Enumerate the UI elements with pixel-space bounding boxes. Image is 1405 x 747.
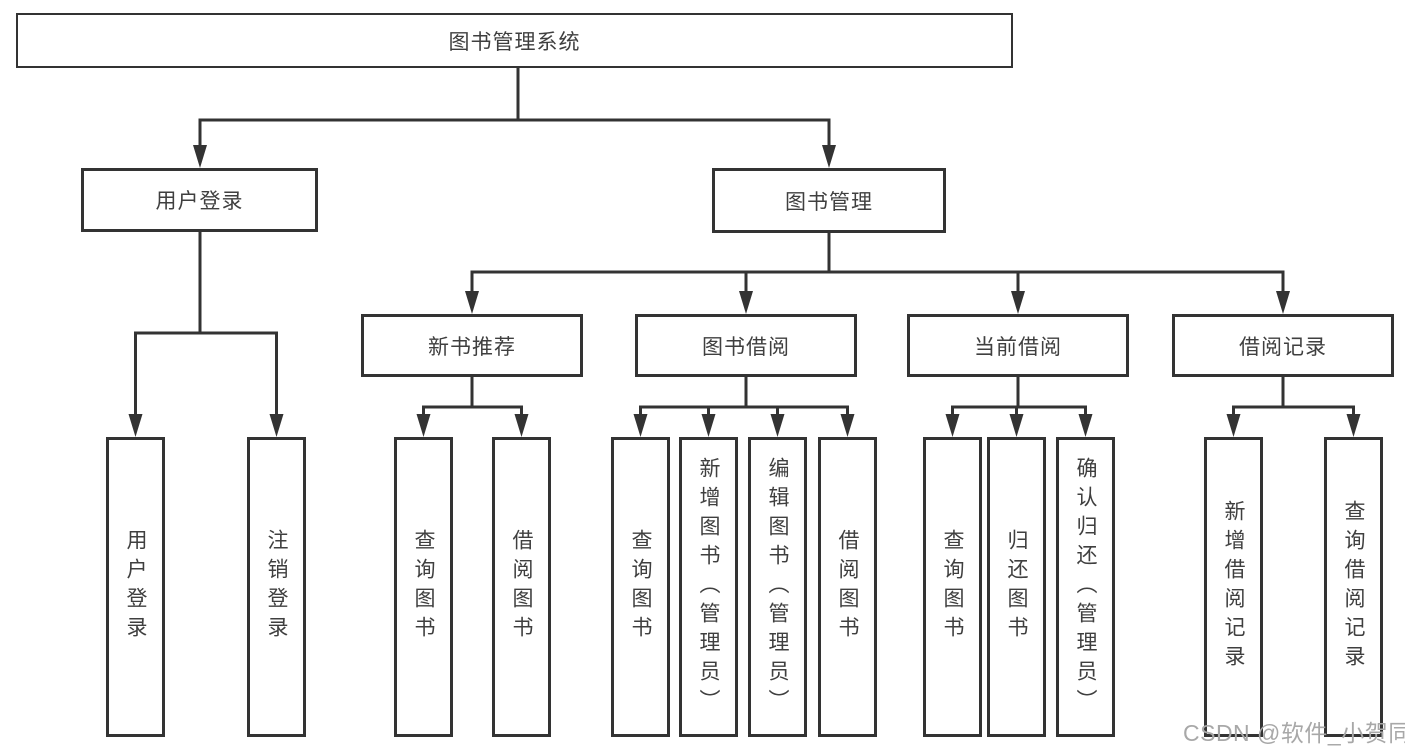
node-add-borrow-record: 新增借阅记录 bbox=[1204, 437, 1263, 737]
node-current-borrowing: 当前借阅 bbox=[907, 314, 1129, 377]
node-borrowing-records: 借阅记录 bbox=[1172, 314, 1394, 377]
node-label: 查询图书 bbox=[941, 529, 964, 645]
node-label: 用户登录 bbox=[155, 190, 244, 213]
node-label: 归还图书 bbox=[1005, 529, 1028, 645]
node-book-borrowing: 图书借阅 bbox=[635, 314, 857, 377]
node-query-books-borrowing: 查询图书 bbox=[611, 437, 670, 737]
node-label: 图书管理 bbox=[785, 190, 873, 214]
node-label: 新增借阅记录 bbox=[1222, 500, 1245, 674]
node-label: 图书借阅 bbox=[702, 335, 790, 359]
node-borrow-books-leaf: 借阅图书 bbox=[818, 437, 877, 737]
node-label: 当前借阅 bbox=[974, 335, 1062, 359]
node-label: 借阅记录 bbox=[1239, 335, 1327, 359]
node-edit-book-admin: 编辑图书（管理员） bbox=[748, 437, 807, 737]
node-user-login-leaf: 用户登录 bbox=[106, 437, 165, 737]
node-label: 查询借阅记录 bbox=[1342, 500, 1365, 674]
node-borrow-books-recommend: 借阅图书 bbox=[492, 437, 551, 737]
node-label: 新书推荐 bbox=[428, 335, 516, 359]
node-label: 借阅图书 bbox=[836, 529, 859, 645]
node-label: 查询图书 bbox=[412, 529, 435, 645]
node-label: 新增图书（管理员） bbox=[697, 456, 720, 718]
node-logout: 注销登录 bbox=[247, 437, 306, 737]
node-query-books-current: 查询图书 bbox=[923, 437, 982, 737]
node-label: 注销登录 bbox=[265, 529, 288, 645]
node-confirm-return-admin: 确认归还（管理员） bbox=[1056, 437, 1115, 737]
node-return-books: 归还图书 bbox=[987, 437, 1046, 737]
node-query-books-recommend: 查询图书 bbox=[394, 437, 453, 737]
csdn-watermark: CSDN @软件_小贺同学 bbox=[1183, 720, 1405, 746]
node-label: 图书管理系统 bbox=[448, 30, 581, 54]
node-add-book-admin: 新增图书（管理员） bbox=[679, 437, 738, 737]
node-user-login: 用户登录 bbox=[81, 168, 318, 232]
node-root: 图书管理系统 bbox=[16, 13, 1013, 68]
node-label: 用户登录 bbox=[124, 529, 147, 645]
node-label: 编辑图书（管理员） bbox=[766, 456, 789, 718]
node-label: 查询图书 bbox=[629, 529, 652, 645]
node-book-management: 图书管理 bbox=[712, 168, 946, 233]
node-query-borrow-record: 查询借阅记录 bbox=[1324, 437, 1383, 737]
node-label: 确认归还（管理员） bbox=[1074, 456, 1097, 718]
node-new-book-recommend: 新书推荐 bbox=[361, 314, 583, 377]
node-label: 借阅图书 bbox=[510, 529, 533, 645]
